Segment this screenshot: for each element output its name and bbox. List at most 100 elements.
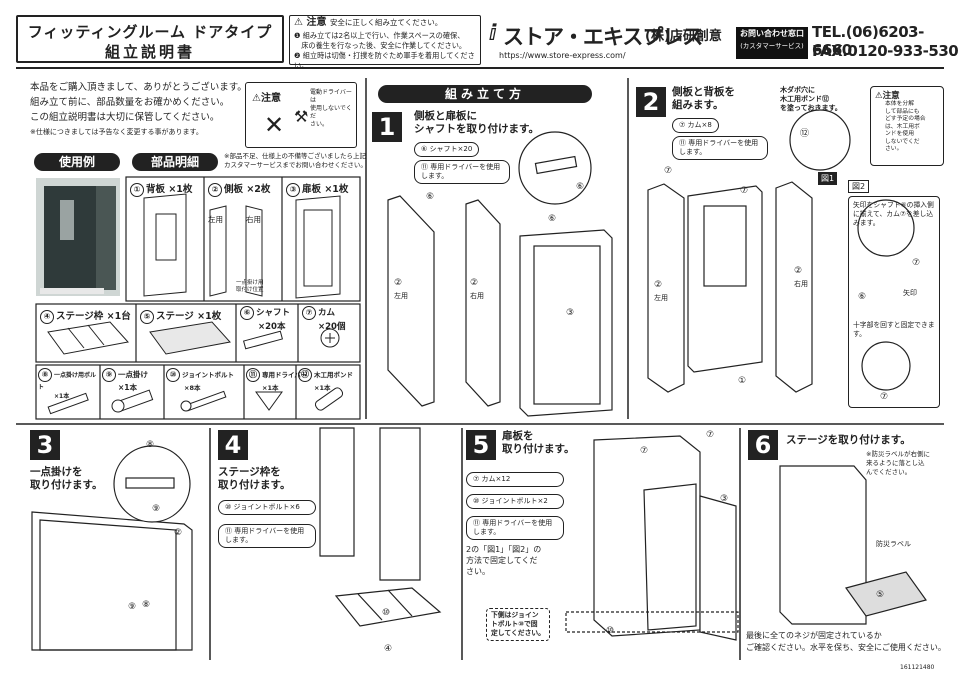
step4-item-bolt: ⑩ ジョイントボルト×6 <box>218 500 316 515</box>
contact-label-1: お問い合わせ窓口 <box>740 29 804 38</box>
title-line-1: フィッティングルーム ドアタイプ <box>27 23 273 41</box>
step5-item-cam: ⑦ カム×12 <box>466 472 564 487</box>
step2-label-8: ⑦ <box>912 258 921 268</box>
step4-label-2: ④ <box>384 644 393 654</box>
part-driver-drawing <box>255 391 283 411</box>
step6-drawing <box>779 465 927 625</box>
tel-number: TEL.(06)6203-6660 <box>812 23 924 59</box>
intro-line-3: この組立説明書は大切に保管してください。 <box>30 112 220 123</box>
step1-label-1: ② <box>394 278 403 288</box>
driver-note-text: 電動ドライバーは使用しないでください。 <box>310 89 352 128</box>
step1-item-driver: ⑪ 専用ドライバーを使用します。 <box>414 160 510 184</box>
step2-note-text: 本体を分解して部品にもどす予定の場合は、木工用ボンドを使用しないでください。 <box>885 101 926 152</box>
company-url[interactable]: https://www.store-express.com/ <box>499 51 626 60</box>
step5-label-4: ⑩ <box>606 626 615 636</box>
part-side-panels-drawing <box>209 205 263 297</box>
step5-item-bolt: ⑩ ジョイントボルト×2 <box>466 494 564 509</box>
step1-label-8: ⑥ <box>576 182 585 192</box>
step2-arrow-label: 矢印 <box>903 289 917 297</box>
step2-label-3: 左用 <box>654 294 668 302</box>
step3-drawing <box>31 445 193 651</box>
step4-title: ステージ枠を取り付けます。 <box>218 466 291 491</box>
brand-name: ストア・エキスプレス <box>503 25 703 49</box>
step2-label-11: ⑫ <box>800 129 810 139</box>
step2-fig2-label: 図2 <box>848 180 870 193</box>
step3-title: 一点掛けを取り付けます。 <box>30 466 103 491</box>
doc-code: 161121480 <box>900 664 935 671</box>
caution-heading: ⚠ 注意 安全に正しく組み立てください。 <box>294 18 442 28</box>
assembly-section-label: 組み立て方 <box>378 85 592 103</box>
step2-label-1: ⑦ <box>664 166 673 176</box>
step1-badge: 1 <box>372 112 402 142</box>
fax-number: FAX.0120-933-530 <box>812 42 959 60</box>
caution-line-1: ❶ 組み立ては2名以上で行い、作業スペースの確保、 <box>294 31 465 40</box>
step1-item-shaft: ⑥ シャフト×20 <box>414 142 480 157</box>
hook-position-tag: 一点掛け用取付け位置 <box>236 280 264 293</box>
contact-label-2: (カスタマーサービス) <box>740 42 804 50</box>
step2-note-box: ⚠注意 本体を分解して部品にもどす予定の場合は、木工用ボンドを使用しないでくださ… <box>870 86 944 166</box>
label-right-use: 右用 <box>246 215 261 224</box>
step1-label-2: 左用 <box>394 292 408 300</box>
step2-label-7: ⑦ <box>740 186 749 196</box>
step1-label-4: 右用 <box>470 292 484 300</box>
contact-label: お問い合わせ窓口 (カスタマーサービス) <box>736 27 808 59</box>
step6-label-1: ⑤ <box>876 590 885 600</box>
part-back-panel-drawing <box>143 193 187 297</box>
step1-title: 側板と扉板にシャフトを取り付けます。 <box>414 110 539 135</box>
driver-note-title: ⚠注意 <box>252 93 281 104</box>
usage-section-label: 使用例 <box>34 153 120 171</box>
step2-item-cam: ⑦ カム×8 <box>672 118 719 133</box>
step2-label-6: ① <box>738 376 747 386</box>
power-drill-icon: ⚒ <box>294 107 309 126</box>
step5-label-3: ③ <box>720 494 729 504</box>
step2-label-2: ② <box>654 280 663 290</box>
step3-label-4: ⑨ <box>128 602 137 612</box>
part-cam-drawing <box>320 328 340 348</box>
brand-logo: ⅈ ストア・エキスプレス (株)店研創意 https://www.store-e… <box>489 15 729 63</box>
parts-note: ※部品不足、仕様上の不備等ございましたら上記カスタマーサービスまでお問い合わせく… <box>224 152 367 169</box>
step2-label-9: ⑥ <box>858 292 867 302</box>
step5-label-1: ⑦ <box>640 446 649 456</box>
step5-text: 2の「図1」「図2」の方法で固定してください。 <box>466 545 542 576</box>
intro-text: 本品をご購入頂きまして、ありがとうございます。 組み立て前に、部品数量をお確かめ… <box>30 80 247 140</box>
title-line-2: 組立説明書 <box>104 43 195 61</box>
part-door-panel-drawing <box>295 195 341 299</box>
parts-section-label: 部品明細 <box>132 153 218 171</box>
step3-label-2: ⑨ <box>152 504 161 514</box>
warning-icon: ⚠ <box>875 91 883 101</box>
step1-label-7: ⑥ <box>548 214 557 224</box>
part-stage-drawing <box>149 321 231 355</box>
step1-label-6: ⑥ <box>426 192 435 202</box>
parts-grid <box>35 176 361 420</box>
intro-line-2: 組み立て前に、部品数量をお確かめください。 <box>30 97 230 108</box>
step5-title: 扉板を取り付けます。 <box>502 430 575 455</box>
step2-fig2-box: 矢印をシャフト⑥の挿入側に揃えて、カム⑦を差し込みます。 矢印 十字部を回すと固… <box>848 196 940 408</box>
step2-fig2-step2: 十字部を回すと固定できます。 <box>853 321 935 338</box>
caution-title: 注意 <box>306 17 327 28</box>
step6-badge: 6 <box>748 430 778 460</box>
step5-label-2: ⑦ <box>706 430 715 440</box>
step3-label-5: ⑧ <box>142 600 151 610</box>
driver-note-box: ⚠注意 ✕ ⚒ 電動ドライバーは使用しないでください。 <box>245 82 357 148</box>
prohibited-x-icon: ✕ <box>264 111 285 139</box>
caution-line-3: ❷ 組立時は切傷・打撲を防ぐため軍手を着用してください。 <box>294 51 475 70</box>
step2-title: 側板と背板を組みます。 <box>672 86 735 111</box>
step6-footer: 最後に全てのネジが固定されているかご確認ください。水平を保ち、安全にご使用くださ… <box>746 631 946 652</box>
intro-line-1: 本品をご購入頂きまして、ありがとうございます。 <box>30 82 247 93</box>
step4-drawing <box>319 427 442 627</box>
step2-label-10: ⑦ <box>880 392 889 402</box>
step3-label-1: ⑧ <box>146 440 155 450</box>
step1-label-3: ② <box>470 278 479 288</box>
